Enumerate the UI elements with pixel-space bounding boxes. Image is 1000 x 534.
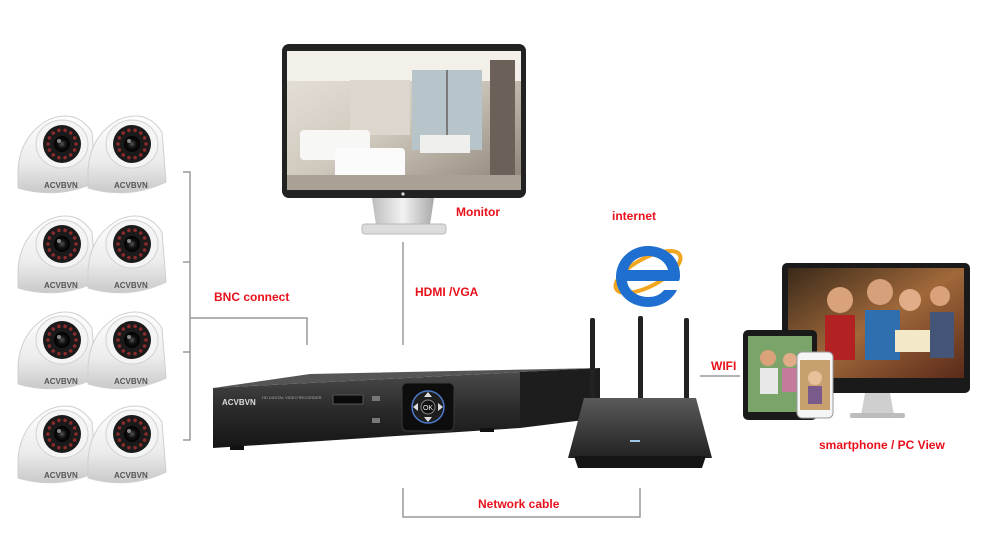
dome-camera: ACVBVN: [87, 215, 167, 294]
pc-view-devices: [743, 263, 970, 420]
monitor-label: Monitor: [456, 205, 500, 219]
dome-camera: ACVBVN: [87, 115, 167, 194]
dome-camera: ACVBVN: [87, 311, 167, 390]
internet-label: internet: [612, 209, 657, 223]
connection-lines: [183, 171, 740, 518]
pc-view-label: smartphone / PC View: [819, 438, 945, 452]
camera-brand-text: ACVBVN: [114, 471, 148, 480]
internet-icon: [613, 246, 683, 307]
camera-brand-text: ACVBVN: [114, 377, 148, 386]
monitor-device: [282, 44, 526, 235]
camera-brand-text: ACVBVN: [114, 181, 148, 190]
camera-brand-text: ACVBVN: [44, 377, 78, 386]
dome-camera: ACVBVN: [17, 115, 97, 194]
dvr-ok-label: OK: [423, 405, 433, 412]
network-cable-label: Network cable: [478, 497, 560, 511]
camera-brand-text: ACVBVN: [114, 281, 148, 290]
camera-brand-text: ACVBVN: [44, 471, 78, 480]
dvr-model-text: HD DIGITAL VIDEO RECORDER: [262, 395, 322, 400]
camera-brand-text: ACVBVN: [44, 181, 78, 190]
dome-camera: ACVBVN: [17, 215, 97, 294]
dvr-device: OK ACVBVN HD DIGITAL VIDEO RECORDER: [213, 368, 600, 450]
dvr-brand-text: ACVBVN: [222, 398, 256, 407]
router-device: [568, 316, 712, 468]
bnc-bracket-line: [183, 171, 308, 441]
wifi-label: WIFI: [711, 359, 737, 373]
bnc-connect-label: BNC connect: [214, 290, 290, 304]
camera-brand-text: ACVBVN: [44, 281, 78, 290]
dome-camera: ACVBVN: [17, 405, 97, 484]
camera-group: ACVBVN ACVBVN ACVBVN ACVBVN ACVBVN ACVBVN ACVB…: [17, 115, 167, 484]
network-cable-line: [402, 488, 641, 518]
hdmi-vga-label: HDMI /VGA: [415, 285, 479, 299]
dome-camera: ACVBVN: [17, 311, 97, 390]
dome-camera: ACVBVN: [87, 405, 167, 484]
